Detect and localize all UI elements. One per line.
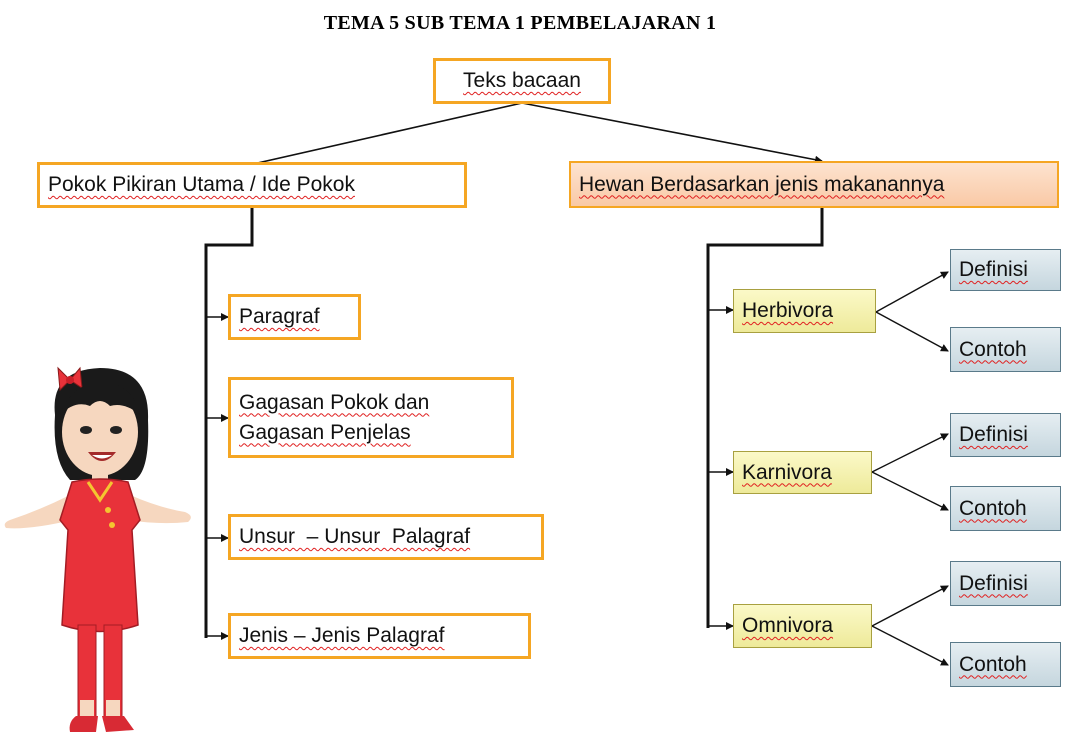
leaf-label: Contoh [959,652,1027,676]
left-item-gagasan: Gagasan Pokok dan Gagasan Penjelas [228,377,514,458]
leaf-omnivora-definisi: Definisi [950,561,1061,606]
diagram-title: TEMA 5 SUB TEMA 1 PEMBELAJARAN 1 [323,12,717,34]
arrow-herbivora-contoh [875,311,949,352]
leaf-karnivora-contoh: Contoh [950,486,1061,531]
left-header-node: Pokok Pikiran Utama / Ide Pokok [37,162,467,208]
leaf-label: Definisi [959,423,1028,446]
leaf-herbivora-contoh: Contoh [950,327,1061,372]
right-header-node: Hewan Berdasarkan jenis makanannya [569,161,1059,208]
root-to-right-arrow [521,102,823,164]
group-label: Omnivora [742,614,834,637]
leaf-karnivora-definisi: Definisi [950,413,1061,457]
group-herbivora: Herbivora [733,289,876,333]
left-bracket [204,208,254,638]
leaf-label: Contoh [959,496,1027,520]
group-karnivora: Karnivora [733,451,872,494]
leaf-herbivora-definisi: Definisi [950,249,1061,291]
group-omnivora: Omnivora [733,604,872,648]
root-node: Teks bacaan [433,58,611,104]
arrow-omnivora-definisi [871,585,949,627]
left-header-label: Pokok Pikiran Utama / Ide Pokok [48,173,355,196]
right-bracket [706,208,824,628]
left-item-label-line2: Gagasan Penjelas [239,420,411,444]
group-label: Herbivora [742,299,834,322]
root-label: Teks bacaan [463,69,581,92]
left-item-label: Jenis – Jenis Palagraf [239,624,445,647]
cartoon-girl-illustration [4,366,191,732]
leaf-label: Definisi [959,571,1028,595]
left-item-label: Unsur – Unsur Palagraf [239,525,471,548]
arrow-karnivora-contoh [871,471,949,511]
right-header-label: Hewan Berdasarkan jenis makanannya [579,172,945,196]
arrow-herbivora-definisi [875,271,949,313]
arrow-omnivora-contoh [871,625,949,666]
leaf-label: Contoh [959,337,1027,361]
left-item-jenis: Jenis – Jenis Palagraf [228,613,531,659]
left-item-paragraf: Paragraf [228,294,361,340]
leaf-label: Definisi [959,258,1028,281]
leaf-omnivora-contoh: Contoh [950,642,1061,687]
root-to-left-line [239,102,523,168]
left-item-label: Paragraf [239,305,320,328]
arrow-karnivora-definisi [871,433,949,473]
left-item-unsur: Unsur – Unsur Palagraf [228,514,544,560]
left-item-label-line1: Gagasan Pokok dan [239,390,430,414]
group-label: Karnivora [742,460,832,484]
